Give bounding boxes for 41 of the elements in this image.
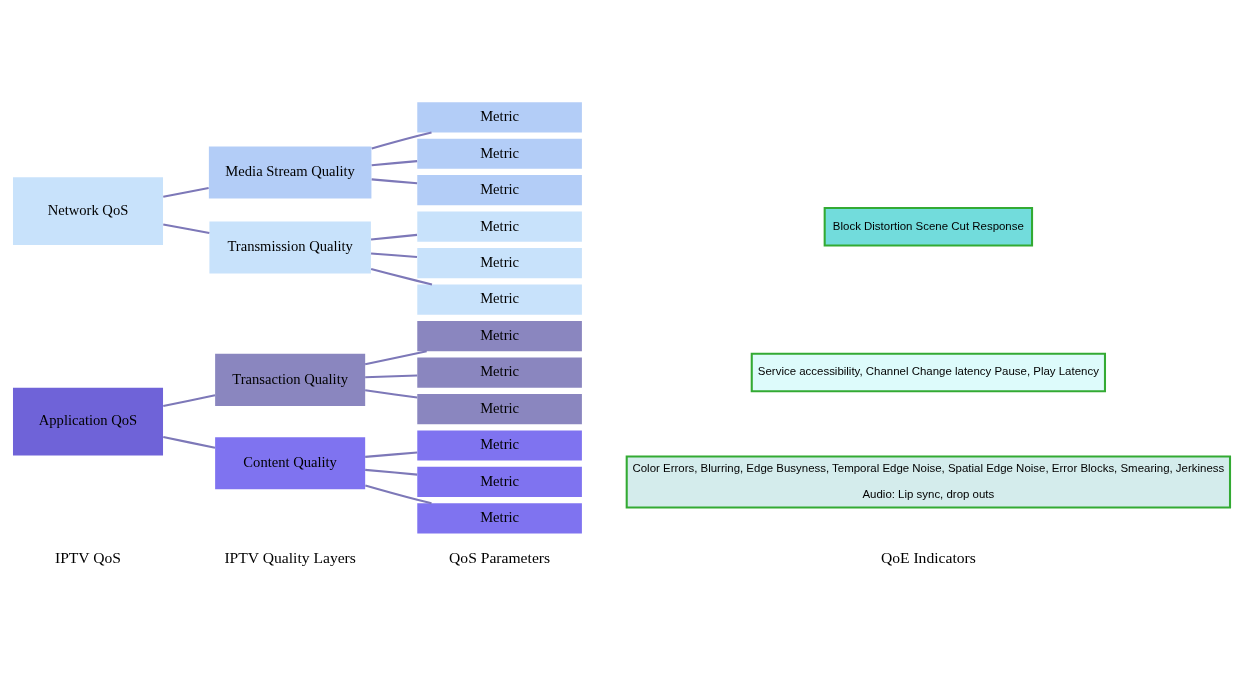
node-box: Metric — [417, 466, 582, 498]
connector — [370, 233, 418, 241]
connector — [163, 394, 216, 408]
node-box: Transaction Quality — [215, 353, 366, 406]
label: QoE Indicators — [880, 548, 976, 566]
node-box: Application QoS — [13, 387, 164, 456]
node-box: Metric — [417, 284, 582, 315]
connector — [371, 178, 418, 185]
label: IPTV Quality Layers — [224, 548, 356, 566]
node-box: Block Distortion Scene Cut Response — [823, 206, 1034, 247]
node-box: Metric — [417, 138, 582, 169]
connector — [365, 468, 418, 476]
node-box: Metric — [417, 248, 582, 279]
node-box: Metric — [417, 503, 582, 534]
connector — [365, 389, 418, 399]
node-box: Transmission Quality — [209, 221, 371, 274]
node-box: Metric — [417, 321, 582, 352]
node-box: Color Errors, Blurring, Edge Busyness, Temporal Edge Noise, Spatial Edge Noise, Error Blocks, Smearing, Jerkiness Audio: Lip sync, drop outs — [625, 455, 1232, 509]
node-box: Metric — [417, 211, 582, 242]
node-box: Metric — [417, 357, 582, 388]
node-box: Metric — [417, 393, 582, 425]
node-box: Service accessibility, Channel Change latency Pause, Play Latency — [750, 352, 1106, 393]
connector — [365, 484, 432, 505]
label: IPTV QoS — [54, 548, 122, 566]
label: QoS Parameters — [449, 548, 551, 566]
connector — [163, 223, 210, 234]
node-box: Metric — [417, 102, 582, 133]
node-box: Media Stream Quality — [208, 146, 372, 199]
node-box: Metric — [417, 430, 582, 461]
connector — [365, 451, 418, 458]
node-box: Network QoS — [13, 177, 164, 245]
connector — [371, 131, 432, 150]
connector — [370, 268, 433, 286]
connector — [163, 187, 209, 198]
connector — [371, 160, 418, 167]
node-box: Metric — [417, 175, 582, 206]
connector — [364, 350, 427, 366]
connector — [371, 252, 418, 259]
node-box: Content Quality — [215, 437, 366, 490]
connector — [365, 374, 418, 379]
connector — [163, 436, 216, 449]
